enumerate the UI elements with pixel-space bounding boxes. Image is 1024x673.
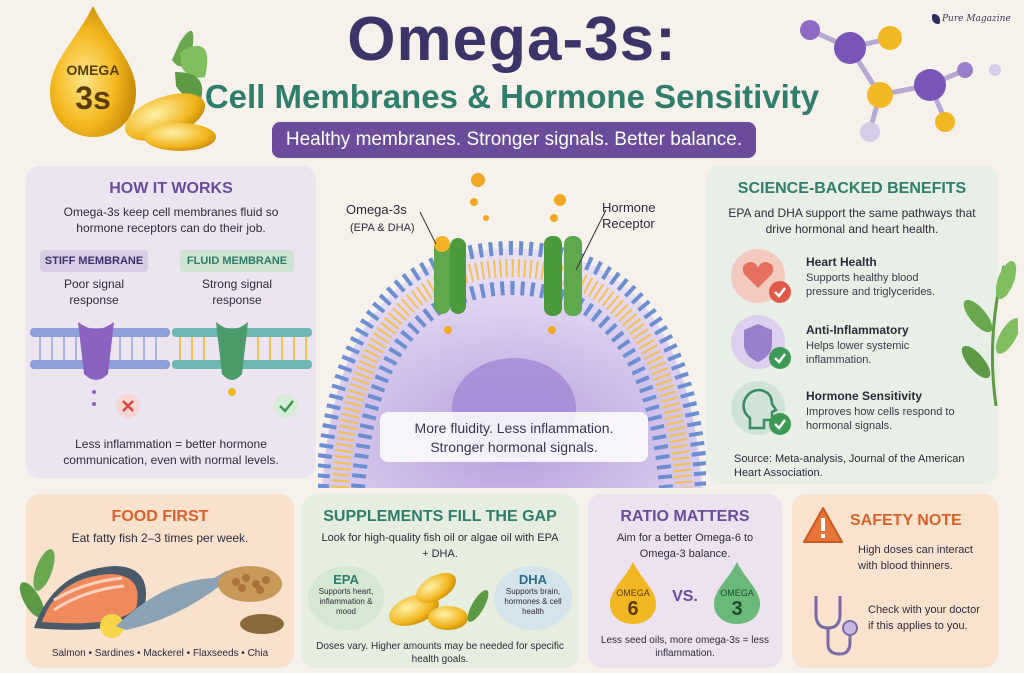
page-title: Omega-3s: xyxy=(347,5,677,74)
fluid-membrane-text: Strong signal response xyxy=(201,277,273,307)
science-source: Source: Meta-analysis, Journal of the Am… xyxy=(734,453,965,479)
ratio-vs: VS. xyxy=(672,588,698,605)
science-benefits-text: EPA and DHA support the same pathways th… xyxy=(728,206,976,236)
benefit-text: Improves how cells respond to hormonal s… xyxy=(806,406,955,432)
omega-drop-icon xyxy=(50,6,216,151)
softgel-capsules-icon xyxy=(389,572,489,630)
dha-title: DHA xyxy=(518,572,548,587)
food-first-title: FOOD FIRST xyxy=(111,508,209,525)
omega-3-label: OMEGA xyxy=(720,588,754,598)
omega-label: Omega-3s xyxy=(346,202,407,217)
omega-6-drop-icon xyxy=(610,562,656,624)
omega-sub-label: (EPA & DHA) xyxy=(350,222,415,234)
heart-health-icon xyxy=(731,249,791,303)
safety-text: High doses can interact with blood thinn… xyxy=(858,544,973,572)
how-it-works-panel xyxy=(26,166,316,478)
supplements-text: Look for high-quality fish oil or algae … xyxy=(321,532,559,560)
stiff-membrane-label: STIFF MEMBRANE xyxy=(40,250,148,272)
omega-3-drop-icon xyxy=(714,562,760,624)
stethoscope-icon xyxy=(814,596,858,656)
supplements-title: SUPPLEMENTS FILL THE GAP xyxy=(323,508,557,525)
hormone-receptor-label: Hormone Receptor xyxy=(602,200,656,231)
omega-3-number: 3 xyxy=(731,598,743,620)
leaf-branch-icon xyxy=(961,261,1018,406)
shield-icon xyxy=(731,315,791,369)
how-it-works-title: HOW IT WORKS xyxy=(109,180,233,197)
center-caption: More fluidity. Less inflammation. Strong… xyxy=(380,412,648,462)
logo-3s-text: 3s xyxy=(75,80,111,116)
molecule-icon xyxy=(800,20,1001,142)
science-benefits-title: SCIENCE-BACKED BENEFITS xyxy=(737,180,967,197)
stiff-membrane-text: Poor signal response xyxy=(63,277,125,307)
brand-name: Pure Magazine xyxy=(942,14,1011,24)
ratio-text: Aim for a better Omega-6 to Omega-3 bala… xyxy=(616,532,754,560)
benefit-title: Hormone Sensitivity xyxy=(806,389,923,403)
head-profile-icon xyxy=(731,381,791,435)
center-caption-line1: More fluidity. Less inflammation. xyxy=(414,420,614,436)
fluid-membrane-label: FLUID MEMBRANE xyxy=(180,250,294,272)
ratio-title: RATIO MATTERS xyxy=(620,508,750,525)
ratio-note: Less seed oils, more omega-3s = less inf… xyxy=(600,635,770,659)
benefit-text: Helps lower systemic inflammation. xyxy=(806,340,910,366)
benefit-title: Anti-Inflammatory xyxy=(806,323,909,337)
page-subtitle: Cell Membranes & Hormone Sensitivity xyxy=(204,78,820,115)
ratio-panel xyxy=(588,494,782,668)
food-first-text: Eat fatty fish 2–3 times per week. xyxy=(71,531,249,545)
benefit-text: Supports healthy blood pressure and trig… xyxy=(806,272,936,298)
epa-title: EPA xyxy=(333,572,359,587)
epa-text: Supports heart, inflammation & mood xyxy=(318,587,374,616)
warning-icon xyxy=(803,507,843,543)
logo-omega-text: OMEGA xyxy=(66,62,120,78)
safety-title: SAFETY NOTE xyxy=(850,512,962,529)
tagline-banner: Healthy membranes. Stronger signals. Bet… xyxy=(272,122,756,158)
epa-circle: EPA Supports heart, inflammation & mood xyxy=(308,566,384,630)
dha-text: Supports brain, hormones & cell health xyxy=(504,587,562,616)
membrane-comparison-illustration xyxy=(30,322,312,418)
brand-logo-icon xyxy=(932,14,940,24)
omega-6-number: 6 xyxy=(627,598,639,620)
benefit-title: Heart Health xyxy=(806,255,877,269)
omega-6-label: OMEGA xyxy=(616,588,650,598)
safety-advice: Check with your doctor if this applies t… xyxy=(868,604,980,632)
dha-circle: DHA Supports brain, hormones & cell heal… xyxy=(494,566,572,630)
food-list: Salmon • Sardines • Mackerel • Flaxseeds… xyxy=(51,648,269,659)
supplements-note: Doses vary. Higher amounts may be needed… xyxy=(316,641,564,665)
center-caption-line2: Stronger hormonal signals. xyxy=(430,439,598,455)
how-it-works-summary: Less inflammation = better hormone commu… xyxy=(63,437,279,467)
how-it-works-text: Omega-3s keep cell membranes fluid so ho… xyxy=(63,205,279,235)
fish-food-illustration xyxy=(19,549,284,638)
